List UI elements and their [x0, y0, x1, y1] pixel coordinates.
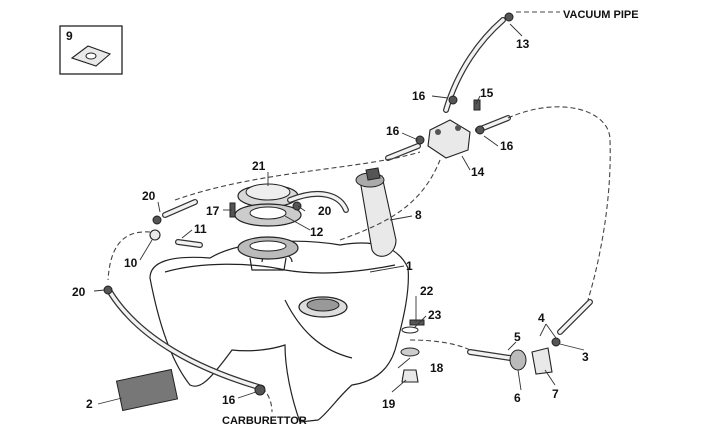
callout-15: 15	[480, 86, 494, 100]
callout-4: 4	[538, 311, 545, 325]
callout-7: 7	[552, 387, 559, 401]
fuel-tap-14	[427, 119, 471, 159]
callout-6: 6	[514, 391, 521, 405]
callout-12: 12	[310, 225, 324, 239]
callout-8: 8	[415, 208, 422, 222]
callout-9: 9	[66, 29, 73, 43]
callout-1: 1	[406, 259, 413, 273]
callout-19: 19	[382, 397, 396, 411]
callout-14: 14	[471, 165, 485, 179]
carburettor-caption: CARBURETTOR	[222, 415, 307, 427]
callout-13: 13	[516, 37, 530, 51]
callout-16-right: 16	[500, 139, 514, 153]
small-parts	[103, 12, 561, 412]
inset-part-9	[59, 25, 123, 75]
callout-16-bottom: 16	[222, 393, 236, 407]
callout-16-left: 16	[386, 124, 400, 138]
callout-17: 17	[206, 204, 220, 218]
callout-3: 3	[582, 350, 589, 364]
callout-16-top: 16	[412, 89, 426, 103]
vacuum-pipe-caption: VACUUM PIPE	[563, 9, 639, 21]
hoses	[107, 17, 593, 391]
callout-23: 23	[428, 308, 442, 322]
callout-5: 5	[514, 330, 521, 344]
callout-2: 2	[86, 397, 93, 411]
callout-18: 18	[430, 361, 444, 375]
callout-11: 11	[194, 222, 207, 236]
callout-10: 10	[124, 256, 138, 270]
fuel-tank	[149, 240, 409, 423]
callout-20-right: 20	[318, 204, 332, 218]
filler-cap-assembly	[234, 183, 302, 271]
callout-21: 21	[252, 159, 266, 173]
callout-22: 22	[420, 284, 434, 298]
fuel-sender-8	[355, 167, 397, 257]
callout-20-lower: 20	[72, 285, 86, 299]
leader-lines	[93, 23, 585, 405]
callout-20-left: 20	[142, 189, 156, 203]
